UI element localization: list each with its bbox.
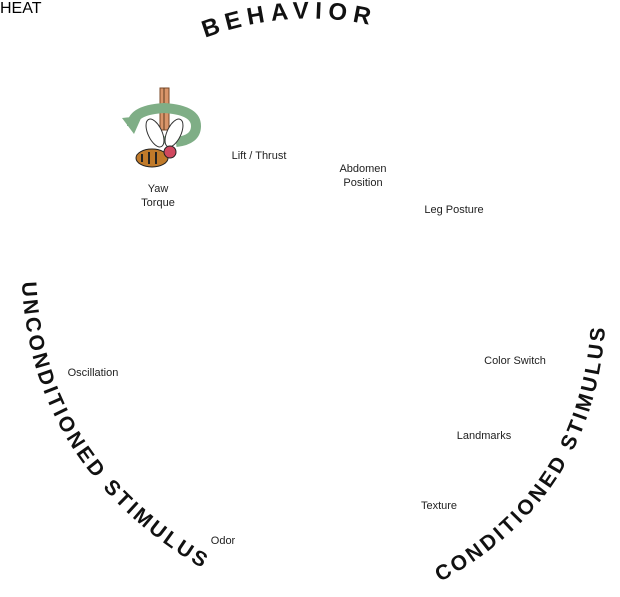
- abdomen-position-label-line2: Position: [328, 176, 398, 190]
- odor-label: Odor: [198, 534, 248, 548]
- texture-label: Texture: [404, 499, 474, 513]
- yaw-torque-label-line1: Yaw: [128, 182, 188, 196]
- abdomen-position-label: Abdomen Position: [328, 162, 398, 190]
- behavior-title: BEHAVIOR: [198, 0, 379, 43]
- yaw-torque-label-line2: Torque: [128, 196, 188, 210]
- unconditioned-stimulus-title: UNCONDITIONED STIMULUS: [17, 281, 214, 574]
- landmarks-label: Landmarks: [434, 429, 534, 443]
- lift-thrust-label-line1: Lift / Thrust: [214, 149, 304, 163]
- abdomen-position-label-line1: Abdomen: [328, 162, 398, 176]
- yaw-torque-illustration: [122, 88, 196, 167]
- oscillation-label: Oscillation: [48, 366, 138, 380]
- yaw-torque-label: Yaw Torque: [128, 182, 188, 210]
- color-switch-label: Color Switch: [460, 354, 570, 368]
- leg-posture-label: Leg Posture: [404, 203, 504, 217]
- leg-posture-label-line1: Leg Posture: [404, 203, 504, 217]
- lift-thrust-label: Lift / Thrust: [214, 149, 304, 163]
